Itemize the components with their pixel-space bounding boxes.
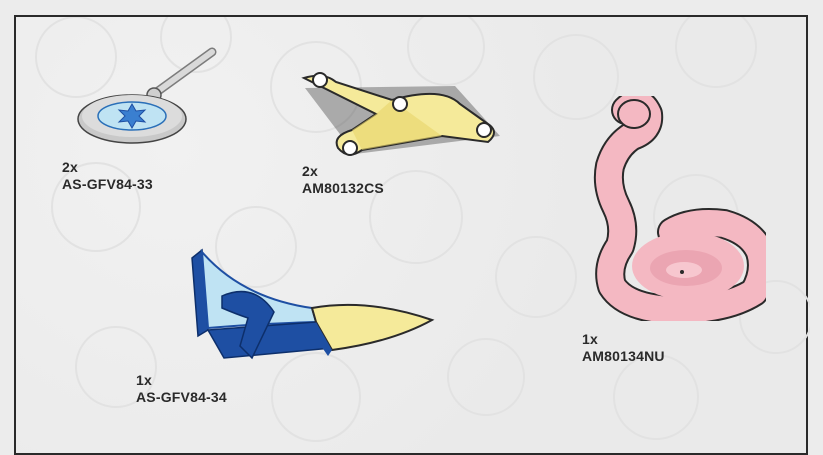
part-qty: 2x: [302, 163, 384, 180]
triangle-bracket-icon: [292, 66, 507, 161]
part-label-1: 2x AS-GFV84-33: [62, 159, 153, 193]
wing-piece-icon: [182, 238, 438, 368]
part-code: AM80132CS: [302, 180, 384, 197]
parts-sheet: 2x AS-GFV84-33 2x AM80132CS 1x AM80134NU: [0, 0, 823, 442]
part-code: AM80134NU: [582, 348, 665, 365]
part-qty: 2x: [62, 159, 153, 176]
part-label-2: 2x AM80132CS: [302, 163, 384, 197]
part-code: AS-GFV84-34: [136, 389, 227, 406]
part-label-3: 1x AM80134NU: [582, 331, 665, 365]
part-qty: 1x: [582, 331, 665, 348]
part-qty: 1x: [136, 372, 227, 389]
part-label-4: 1x AS-GFV84-34: [136, 372, 227, 406]
curled-tail-icon: [576, 96, 766, 321]
magnifier-wand-icon: [72, 44, 222, 149]
part-code: AS-GFV84-33: [62, 176, 153, 193]
